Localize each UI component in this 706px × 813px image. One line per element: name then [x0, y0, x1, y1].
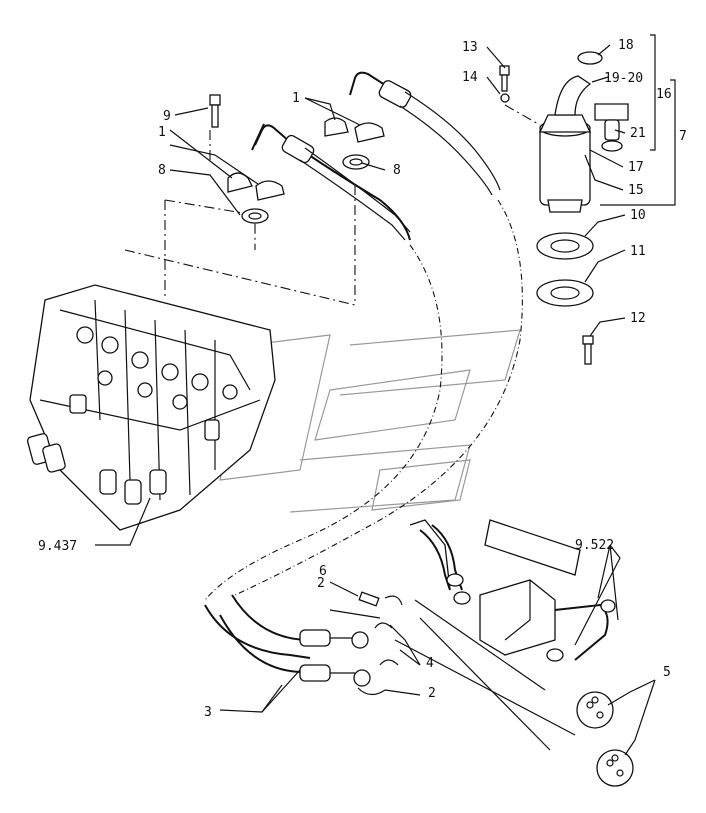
callout-4: 4: [426, 656, 434, 671]
control-valve-bank: [26, 284, 276, 531]
callout-1-lower: 1: [158, 125, 166, 140]
clamp-set-left: [227, 172, 285, 224]
callout-6: 6: [319, 564, 327, 579]
lower-hoses: [204, 594, 399, 687]
callout-19-20: 19-20: [604, 71, 643, 86]
pilot-control-assembly: [499, 51, 629, 213]
callout-10: 10: [630, 208, 646, 223]
clamp-set-right: [324, 117, 385, 170]
callout-21: 21: [630, 126, 646, 141]
round-plates-5: [576, 691, 634, 787]
callout-11: 11: [630, 244, 646, 259]
bolt-12: [582, 335, 594, 365]
callout-15: 15: [628, 183, 644, 198]
callout-5: 5: [663, 665, 671, 680]
bolt-9: [209, 94, 221, 128]
lower-manifold: [409, 519, 616, 662]
callout-13: 13: [462, 40, 478, 55]
hose-upper-left: [251, 123, 411, 241]
assembly-lines-left: [124, 130, 356, 306]
callout-1-upper: 1: [292, 91, 300, 106]
callout-8-right: 8: [393, 163, 401, 178]
gasket-plate-10: [536, 232, 594, 260]
callout-ref-9437: 9.437: [38, 539, 77, 554]
callout-2-lower: 2: [428, 686, 436, 701]
callout-12: 12: [630, 311, 646, 326]
callout-17: 17: [628, 160, 644, 175]
valve-fittings: [26, 326, 238, 505]
clips-2: [357, 595, 403, 696]
bolt-6: [358, 591, 380, 607]
callout-2-upper: 2: [317, 576, 325, 591]
callout-14: 14: [462, 70, 478, 85]
callout-9: 9: [163, 109, 171, 124]
gasket-plate-11: [536, 279, 594, 307]
callout-8-left: 8: [158, 163, 166, 178]
callout-3: 3: [204, 705, 212, 720]
callout-16: 16: [656, 87, 672, 102]
callout-7: 7: [679, 129, 687, 144]
leader-lines: [95, 34, 676, 756]
callout-18: 18: [618, 38, 634, 53]
callout-ref-9522: 9.522: [575, 538, 614, 553]
hose-upper-right: [349, 71, 501, 196]
callout-labels: 1 1 2 2 3 4 5 6 7 8 8 9 10 11 12 13 14 1…: [38, 38, 687, 720]
pipe-routes: [204, 199, 523, 601]
